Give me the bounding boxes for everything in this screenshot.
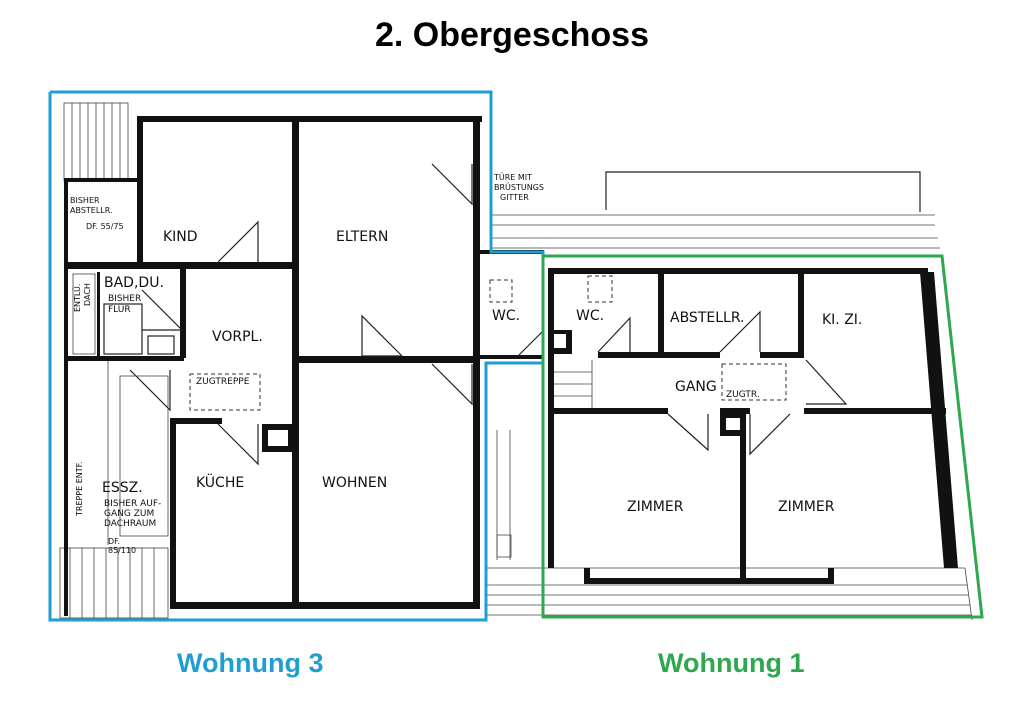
label-zugtr: ZUGTR. xyxy=(726,390,760,400)
room-essz: ESSZ. xyxy=(102,480,143,496)
label-entlue-1: ENTLÜ. xyxy=(72,284,82,312)
room-gang: GANG xyxy=(675,379,717,395)
label-bisher-aufgang-3: DACHRAUM xyxy=(104,519,156,529)
label-zugtreppe: ZUGTREPPE xyxy=(196,377,250,387)
label-bisher-abstellr-2: ABSTELLR. xyxy=(70,206,113,215)
label-wohnung-3: Wohnung 3 xyxy=(177,648,324,678)
room-wc-right: WC. xyxy=(576,308,604,324)
room-wohnen: WOHNEN xyxy=(322,475,387,491)
label-wohnung-1: Wohnung 1 xyxy=(658,648,805,678)
room-abstellr: ABSTELLR. xyxy=(670,310,745,326)
walls-wohnung-3 xyxy=(64,116,544,616)
label-df-55: DF. 55/75 xyxy=(86,222,124,231)
terrace-outlines xyxy=(59,102,973,621)
door-swings-wohnung-3 xyxy=(72,163,473,545)
room-bisher-flur-1: BISHER xyxy=(108,294,141,304)
room-kind: KIND xyxy=(163,229,198,245)
room-zimmer-a: ZIMMER xyxy=(627,499,684,515)
label-df-85-2: 85/110 xyxy=(108,546,136,555)
label-df-85-1: DF. xyxy=(108,537,120,546)
door-swings-wohnung-1 xyxy=(517,275,848,456)
walls-wohnung-1 xyxy=(548,268,958,584)
room-bad: BAD,DU. xyxy=(104,275,164,291)
room-klzi: KI. ZI. xyxy=(822,312,862,328)
room-eltern: ELTERN xyxy=(336,229,388,245)
room-zimmer-b: ZIMMER xyxy=(778,499,835,515)
label-bisher-aufgang-1: BISHER AUF- xyxy=(104,499,161,509)
page-title: 2. Obergeschoss xyxy=(374,16,649,54)
wohnung-1-outline xyxy=(541,254,984,619)
label-treppe-entf: TREPPE ENTF. xyxy=(75,461,84,517)
label-tuere-2: BRÜSTUNGS xyxy=(494,182,544,192)
label-entlue-2: DACH xyxy=(83,283,92,306)
label-bisher-aufgang-2: GANG ZUM xyxy=(104,509,154,519)
label-bisher-abstellr-1: BISHER xyxy=(70,196,100,205)
label-tuere-3: GITTER xyxy=(500,193,529,202)
room-bisher-flur-2: FLUR xyxy=(108,305,131,315)
room-vorpl: VORPL. xyxy=(212,329,263,345)
room-kueche: KÜCHE xyxy=(196,473,244,491)
label-tuere-1: TÜRE MIT xyxy=(493,172,532,182)
room-wc-mid: WC. xyxy=(492,308,520,324)
